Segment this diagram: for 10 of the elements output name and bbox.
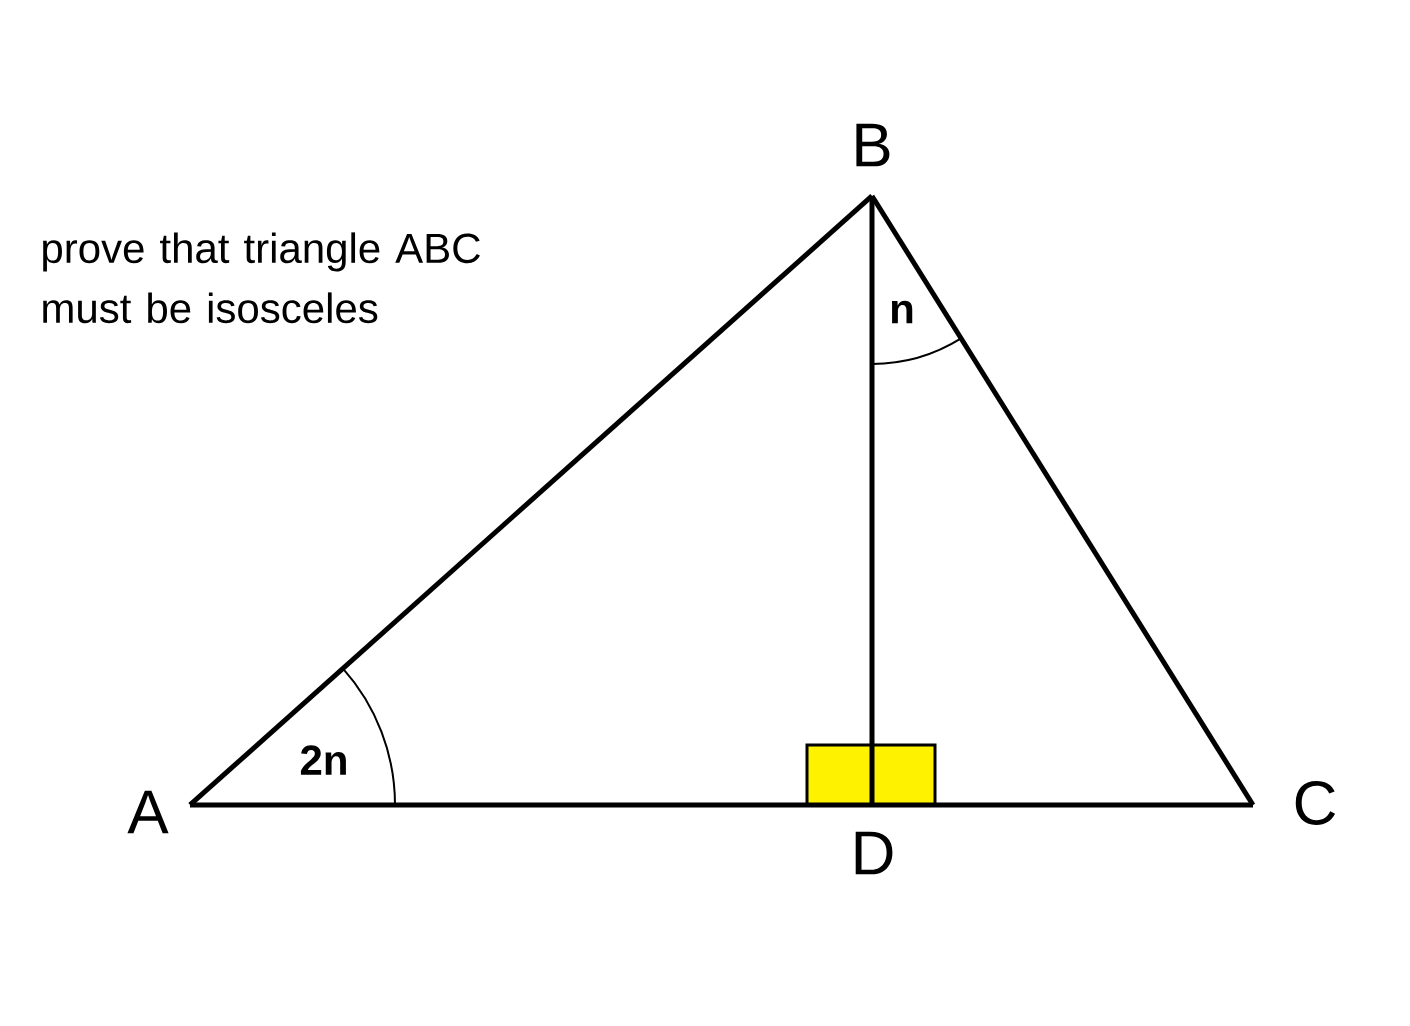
problem-statement: prove that triangle ABC must be isosceles [43, 232, 480, 324]
triangle-side [869, 196, 875, 805]
vertex-label: D [855, 831, 893, 875]
vertex-label: B [856, 123, 890, 167]
vertex-label: A [127, 790, 169, 834]
angle-label: n [891, 300, 913, 324]
triangle-side [190, 802, 1253, 808]
angle-label: 2n [300, 745, 346, 775]
vertex-label: C [1295, 781, 1336, 825]
triangle-side [188, 194, 874, 807]
